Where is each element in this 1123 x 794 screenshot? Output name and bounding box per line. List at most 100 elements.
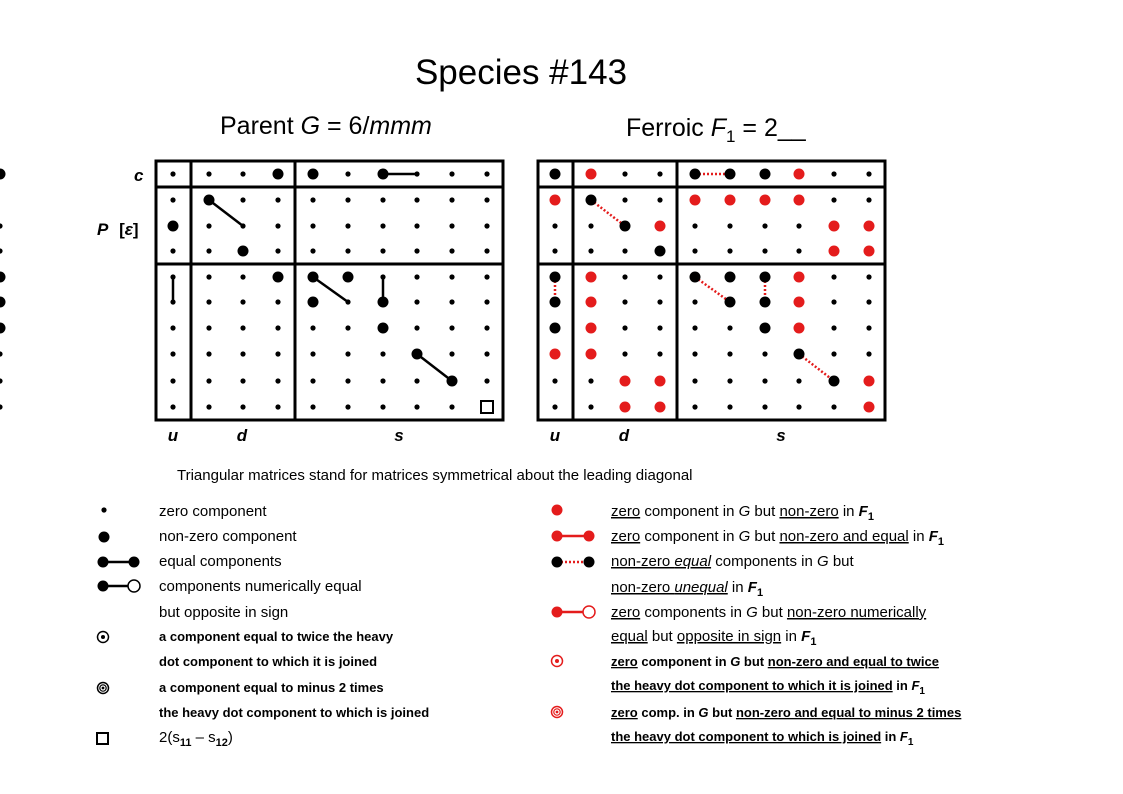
parent-zero-dot-r8-c7 — [414, 378, 420, 384]
parent-zero-dot-r4-c6 — [380, 274, 386, 280]
lr5-g: G — [730, 654, 740, 669]
ferroic-zero-dot-r7-c4 — [692, 351, 698, 357]
parent-zero-dot-r8-c3 — [275, 378, 281, 384]
ferroic-red-dot-r1-c4 — [689, 194, 701, 206]
parent-zero-dot-r1-c5 — [345, 197, 351, 203]
ferroic-zero-dot-r9-c4 — [692, 404, 698, 410]
lr1-zero: zero — [611, 503, 640, 520]
parent-zero-dot-r7-c0 — [170, 351, 176, 357]
minus-two-ring-icon — [96, 681, 110, 695]
ferroic-link-2 — [590, 199, 626, 227]
parent-zero-dot-r3-c7 — [414, 248, 420, 254]
ferroic-red-dot-r6-c1 — [585, 322, 597, 334]
parent-zero-dot-r2-c-1 — [0, 223, 3, 229]
parent-zero-dot-r7-c5 — [345, 351, 351, 357]
lr3-equal: equal — [674, 553, 711, 570]
ferroic-subscript: 1 — [726, 127, 735, 146]
red-opposite-link-icon — [551, 605, 596, 619]
parent-zero-dot-r1-c0 — [170, 197, 176, 203]
ferroic-dot-r3-c3 — [654, 245, 666, 257]
parent-zero-dot-r0-c2 — [240, 171, 246, 177]
row-label-eps: ε — [125, 220, 134, 239]
row-label-c: c — [134, 166, 144, 185]
parent-zero-dot-r7-c9 — [484, 351, 490, 357]
row-label-eps-open: [ — [119, 220, 125, 239]
parent-prefix: Parent — [220, 112, 301, 140]
footnote: Triangular matrices stand for matrices s… — [177, 467, 693, 484]
parent-link-6 — [416, 353, 453, 382]
row-label-p-epsilon: P [ε] — [97, 220, 139, 239]
ferroic-zero-dot-r4-c2 — [622, 274, 628, 280]
parent-zero-dot-r7-c4 — [310, 351, 316, 357]
ferroic-zero-dot-r3-c7 — [796, 248, 802, 254]
parent-equals: = 6/ — [320, 112, 369, 140]
parent-zero-dot-r2-c9 — [484, 223, 490, 229]
parent-zero-dot-r8-c1 — [206, 378, 212, 384]
parent-link-2 — [208, 199, 244, 227]
ferroic-equals: = 2 — [735, 114, 777, 142]
ferroic-zero-dot-r6-c4 — [692, 325, 698, 331]
parent-zero-dot-r3-c6 — [380, 248, 386, 254]
ferroic-zero-dot-r5-c9 — [866, 299, 872, 305]
ferroic-zero-dot-r3-c2 — [622, 248, 628, 254]
parent-zero-dot-r6-c9 — [484, 325, 490, 331]
parent-zero-dot-r2-c1 — [206, 223, 212, 229]
ferroic-zero-dot-r1-c8 — [831, 197, 837, 203]
lr4-c: in — [781, 628, 801, 645]
lr5-sub: 1 — [919, 686, 925, 697]
ferroic-dot-r0-c5 — [724, 168, 736, 180]
legend-left-text-3: equal components — [159, 553, 282, 570]
ferroic-zero-dot-r2-c5 — [727, 223, 733, 229]
legend-right-text-6b: the heavy dot component to which is join… — [611, 729, 914, 748]
ferroic-zero-dot-r3-c1 — [588, 248, 594, 254]
parent-dot-r4-c-1 — [0, 271, 6, 283]
parent-zero-dot-r5-c8 — [449, 299, 455, 305]
parent-zero-dot-r0-c-1 — [0, 171, 3, 177]
ferroic-zero-dot-r7-c5 — [727, 351, 733, 357]
parent-zero-dot-r3-c9 — [484, 248, 490, 254]
ferroic-matrix — [549, 168, 875, 413]
lr4-sub: 1 — [810, 636, 816, 648]
parent-zero-dot-r1-c6 — [380, 197, 386, 203]
legend-right: zero component in G but non-zero in F1 z… — [550, 503, 961, 748]
parent-dot-r1-c1 — [203, 194, 215, 206]
red-double-ring-icon — [550, 654, 564, 668]
equal-link-icon — [97, 556, 140, 568]
ferroic-zero-dot-r6-c8 — [831, 325, 837, 331]
ferroic-zero-dot-r9-c0 — [552, 404, 558, 410]
lr3-sub: 1 — [757, 587, 763, 599]
ferroic-dot-r5-c0 — [549, 296, 561, 308]
lr6-f: F — [900, 729, 909, 744]
ferroic-red-dot-r0-c7 — [793, 168, 805, 180]
lr1-b: but — [750, 503, 779, 520]
ferroic-dot-r6-c6 — [759, 322, 771, 334]
red-dot-icon — [551, 504, 563, 516]
ferroic-zero-dot-r9-c1 — [588, 404, 594, 410]
ferroic-red-dot-r8-c9 — [863, 375, 875, 387]
parent-zero-dot-r1-c4 — [310, 197, 316, 203]
parent-zero-dot-r9-c0 — [170, 404, 176, 410]
lr3-f: F — [748, 579, 758, 596]
parent-zero-dot-r1-c2 — [240, 197, 246, 203]
lr6-b: but — [709, 705, 736, 720]
parent-zero-dot-r6-c1 — [206, 325, 212, 331]
ferroic-red-dot-r3-c9 — [863, 245, 875, 257]
ferroic-zero-dot-r2-c4 — [692, 223, 698, 229]
ferroic-red-dot-r6-c7 — [793, 322, 805, 334]
ferroic-dot-r5-c6 — [759, 296, 771, 308]
parent-symbol: G — [301, 112, 320, 140]
ferroic-zero-dot-r0-c9 — [866, 171, 872, 177]
lr5-b: but — [740, 654, 767, 669]
lr4-zero: zero — [611, 604, 640, 621]
parent-zero-dot-r0-c1 — [206, 171, 212, 177]
legend-right-text-4b: equal but opposite in sign in F1 — [611, 628, 816, 648]
parent-zero-dot-r3-c-1 — [0, 248, 3, 254]
s-diff-mid: – s — [191, 729, 215, 746]
parent-zero-dot-r3-c1 — [206, 248, 212, 254]
lr6-heavy: the heavy dot component to which is join… — [611, 729, 881, 744]
lr2-g: G — [739, 528, 751, 545]
parent-zero-dot-r5-c9 — [484, 299, 490, 305]
parent-zero-dot-r3-c4 — [310, 248, 316, 254]
ferroic-red-dot-r5-c1 — [585, 296, 597, 308]
parent-zero-dot-r9-c7 — [414, 404, 420, 410]
